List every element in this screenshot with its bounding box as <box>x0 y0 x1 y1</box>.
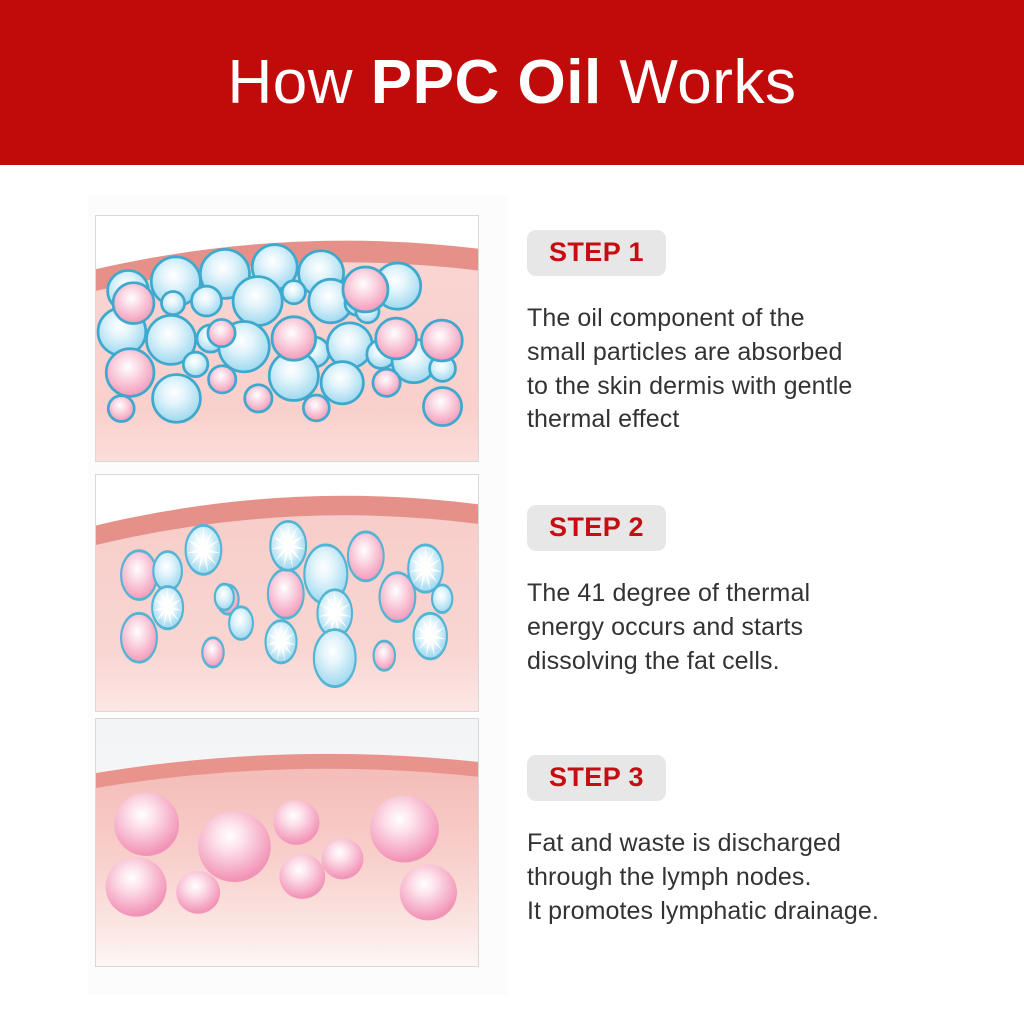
pink-fat-cell <box>273 800 320 845</box>
pink-fat-cell <box>120 549 158 601</box>
pink-fat-cell <box>422 386 463 427</box>
blue-oil-particle <box>280 279 307 306</box>
illustration-panel-step-1 <box>95 215 479 462</box>
pink-fat-cell <box>120 611 158 664</box>
blue-oil-particle <box>151 373 202 424</box>
sparkle-icon <box>271 522 306 569</box>
skin-cross-section-fat-discharge-svg <box>96 719 478 966</box>
step-badge-3: STEP 3 <box>527 755 666 801</box>
illustration-panel-step-3 <box>95 718 479 967</box>
pink-fat-cell <box>341 265 390 314</box>
sparkle-icon <box>186 526 221 573</box>
step-block-3: STEP 3 Fat and waste is discharged throu… <box>527 755 879 928</box>
step-block-2: STEP 2 The 41 degree of thermal energy o… <box>527 505 810 678</box>
step-description-3: Fat and waste is discharged through the … <box>527 829 879 925</box>
pink-fat-cell <box>378 571 417 623</box>
step-badge-2: STEP 2 <box>527 505 666 551</box>
blue-oil-particle <box>325 321 374 370</box>
page-title-prefix: How <box>227 47 371 117</box>
step-description-2: The 41 degree of thermal energy occurs a… <box>527 579 811 675</box>
pink-fat-cell <box>111 281 156 325</box>
page-header: How PPC Oil Works <box>0 0 1024 165</box>
blue-energy-particle <box>152 550 183 592</box>
pink-fat-cell <box>105 856 167 917</box>
pink-fat-cell <box>370 795 439 863</box>
step-block-1: STEP 1 The oil component of the small pa… <box>527 230 852 437</box>
pink-fat-cell <box>371 367 402 398</box>
pink-fat-cell <box>176 870 221 914</box>
pink-fat-cell <box>106 394 136 423</box>
skin-cross-section-oil-particles-svg <box>96 216 478 461</box>
pink-fat-cell <box>372 639 397 672</box>
blue-oil-particle <box>145 314 197 366</box>
pink-fat-cell <box>399 864 457 921</box>
pink-fat-cell <box>206 318 237 349</box>
blue-energy-particle <box>213 582 235 612</box>
blue-energy-particle <box>430 583 454 614</box>
blue-energy-particle-group <box>151 519 454 689</box>
blue-oil-particle <box>190 284 223 318</box>
sparkle-icon <box>318 590 352 635</box>
pink-fat-cell <box>420 318 464 363</box>
skin-cross-section-thermal-energy-svg <box>96 475 478 711</box>
sparkle-icon <box>409 546 442 591</box>
step-badge-1: STEP 1 <box>527 230 666 276</box>
pink-particle-group <box>104 265 464 427</box>
pink-fat-cell <box>374 316 418 361</box>
blue-oil-particle <box>160 290 187 317</box>
blue-oil-particle <box>231 275 284 327</box>
page-title: How PPC Oil Works <box>228 51 797 114</box>
illustration-panel-step-2 <box>95 474 479 712</box>
blue-oil-particle <box>181 350 210 378</box>
pink-fat-cell <box>201 636 225 669</box>
pink-fat-cell <box>266 567 305 620</box>
pink-fat-cell <box>270 315 318 362</box>
sparkle-icon <box>266 621 296 662</box>
content-stage: STEP 1 The oil component of the small pa… <box>0 165 1024 1024</box>
sparkle-icon <box>414 614 446 657</box>
pink-fat-cell <box>302 393 331 423</box>
pink-fat-cell <box>321 838 364 880</box>
pink-fat-cell-group <box>105 792 457 921</box>
blue-energy-particle <box>228 605 255 641</box>
pink-fat-cell <box>243 383 274 414</box>
sparkle-icon <box>153 587 183 627</box>
blue-oil-particle <box>319 360 365 406</box>
step-description-1: The oil component of the small particles… <box>527 304 853 434</box>
pink-fat-cell <box>198 811 271 883</box>
pink-fat-cell <box>114 792 180 857</box>
pink-fat-cell <box>346 530 385 583</box>
blue-energy-particle <box>312 628 357 689</box>
page-title-brand: PPC Oil <box>370 47 602 117</box>
pink-fat-cell <box>279 854 326 899</box>
pink-fat-cell <box>104 347 156 398</box>
pink-fat-cell <box>207 364 238 395</box>
page-title-suffix: Works <box>601 47 797 117</box>
